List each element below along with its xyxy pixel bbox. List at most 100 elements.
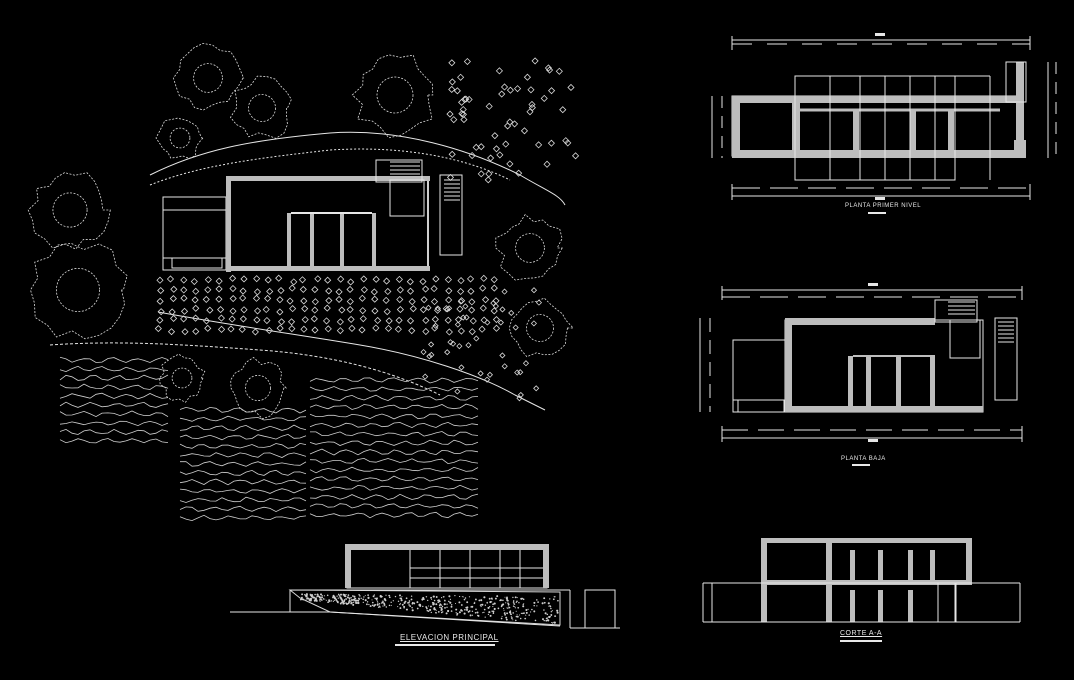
shrub-symbol [240, 306, 248, 314]
gravel-dot [382, 600, 384, 602]
shrub-symbol [479, 304, 487, 312]
shrub-symbol [314, 275, 322, 283]
gravel-dot [505, 602, 507, 604]
gravel-dot [518, 614, 521, 616]
gravel-dot [366, 603, 368, 606]
shrub-symbol [396, 306, 404, 314]
gravel-dot [429, 608, 432, 612]
gravel-dot [314, 600, 316, 602]
shrub-symbol [458, 110, 466, 118]
shrub-symbol [215, 277, 223, 285]
gravel-dot [411, 607, 413, 609]
gravel-dot [471, 614, 474, 616]
shrub-symbol [383, 277, 391, 285]
gravel-dot [416, 607, 419, 610]
site-building [162, 159, 463, 272]
gravel-dot [353, 598, 356, 600]
shrub-symbol [485, 170, 493, 178]
tree-canopy [172, 42, 245, 111]
shrub-symbol [288, 325, 296, 333]
gravel-dot [371, 599, 373, 601]
upper-plan-title: PLANTA PRIMER NIVEL [845, 203, 922, 209]
gravel-dot [468, 596, 471, 598]
shrub-symbol [287, 318, 296, 326]
gravel-dot [499, 599, 502, 602]
gravel-dot [536, 599, 538, 601]
site-ground-line [157, 311, 546, 411]
shrub-symbol [462, 303, 469, 310]
gravel-dot [426, 607, 428, 610]
gravel-dot [433, 606, 436, 609]
gravel-dot [515, 610, 517, 612]
shrub-symbol [229, 274, 237, 282]
gravel-dot [435, 596, 438, 598]
gravel-dot [368, 603, 370, 606]
gravel-dot [522, 605, 525, 608]
shrub-symbol [383, 308, 391, 316]
gravel-dot [353, 596, 356, 598]
gravel-dot [400, 597, 403, 600]
gravel-dot [448, 600, 450, 603]
tree-canopy [508, 297, 575, 358]
shrub-symbol [409, 305, 417, 313]
gravel-dot [478, 599, 481, 601]
shrub-symbol [382, 296, 390, 304]
gravel-dot [514, 619, 517, 622]
shrub-symbol [450, 340, 457, 347]
slope-line [310, 431, 479, 437]
shrub-symbol [477, 143, 485, 151]
slope-line [179, 505, 307, 513]
gravel-dot [481, 603, 484, 606]
gravel-dot [443, 603, 446, 606]
gravel-dot [305, 599, 307, 602]
gravel-dot [557, 599, 559, 602]
shrub-symbol [264, 294, 272, 303]
shrub-symbol [490, 307, 498, 315]
gravel-dot [551, 610, 553, 612]
gravel-dot [432, 595, 435, 598]
shrub-symbol [217, 306, 225, 314]
gravel-dot [318, 599, 321, 601]
shrub-symbol [419, 306, 427, 314]
gravel-dot [502, 599, 504, 602]
gravel-dot [343, 599, 346, 602]
shrub-symbol [510, 120, 519, 128]
tree-inner [171, 367, 193, 389]
shrub-symbol [467, 287, 475, 295]
shrub-symbol [567, 83, 575, 92]
shrub-symbol [490, 276, 498, 284]
gravel-dot [332, 600, 335, 602]
gravel-dot [381, 601, 384, 604]
shrub-symbol [516, 395, 523, 402]
shrub-symbol [229, 307, 237, 315]
shrub-symbol [432, 275, 440, 283]
gravel-dot [447, 610, 449, 613]
gravel-dot [332, 596, 334, 599]
gravel-dot [545, 619, 548, 622]
gravel-dot [350, 598, 354, 602]
shrub-symbol [277, 286, 285, 295]
shrub-symbol [508, 309, 515, 317]
gravel-dot [515, 601, 517, 603]
gravel-dot [400, 599, 403, 602]
gravel-dot [501, 604, 504, 607]
gravel-dot [489, 614, 492, 617]
shrub-symbol [395, 275, 403, 283]
shrub-symbol [276, 308, 284, 316]
gravel-dot [385, 606, 388, 608]
gravel-dot [403, 607, 405, 609]
gravel-dot [411, 601, 414, 604]
shrub-symbol [445, 296, 453, 304]
gravel-dot [407, 602, 409, 604]
gravel-dot [464, 597, 467, 599]
gravel-dot [465, 606, 468, 609]
gravel-dot [347, 594, 350, 596]
gravel-dot [514, 606, 516, 608]
gravel-dot [507, 602, 509, 604]
shrub-symbol [481, 296, 490, 304]
gravel-dot [374, 604, 377, 606]
shrub-symbol [463, 57, 471, 66]
site-plan [27, 42, 580, 522]
tree-inner [52, 192, 88, 228]
gravel-dot [410, 598, 413, 601]
